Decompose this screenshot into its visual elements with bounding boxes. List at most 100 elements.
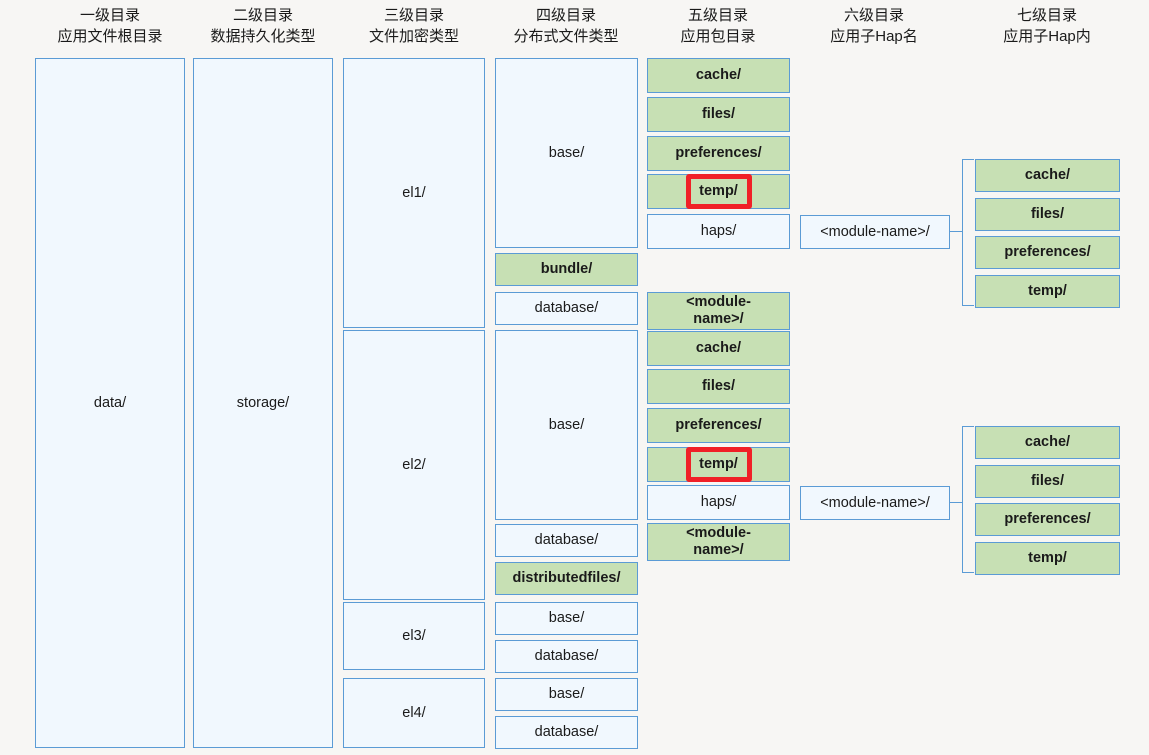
node-el1-preferences-label: preferences/ [675,145,762,161]
node-el2-base-label: base/ [548,416,585,433]
node-el1-haps-modulename[interactable]: <module-name>/ [800,215,950,249]
bracket-connector-1 [962,159,974,306]
node-el3-base[interactable]: base/ [495,602,638,635]
header-desc-4: 分布式文件类型 [513,28,619,45]
node-hap1-preferences[interactable]: preferences/ [975,236,1120,269]
header-level-5: 五级目录 [687,7,748,24]
node-el2-temp[interactable]: temp/ [647,447,790,482]
node-el2-preferences-label: preferences/ [675,417,762,433]
node-el1-files-label: files/ [701,106,736,122]
node-hap1-cache-label: cache/ [1024,167,1071,183]
header-level-3: 三级目录 [383,7,444,24]
header-desc-3: 文件加密类型 [368,28,459,45]
node-el2-base[interactable]: base/ [495,330,638,520]
node-el1-database-label: database/ [534,300,599,316]
node-el2-distributedfiles[interactable]: distributedfiles/ [495,562,638,595]
node-hap2-cache-label: cache/ [1024,434,1071,450]
node-el3-base-label: base/ [548,610,585,626]
node-data-label: data/ [93,394,127,411]
node-el3-database-label: database/ [534,648,599,664]
node-el3[interactable]: el3/ [343,602,485,670]
column-header-1: 一级目录 应用文件根目录 [25,5,195,47]
node-hap2-cache[interactable]: cache/ [975,426,1120,459]
node-el1-label: el1/ [402,184,426,201]
node-storage-label: storage/ [236,394,290,411]
node-el3-label: el3/ [402,627,426,644]
node-data[interactable]: data/ [35,58,185,748]
node-el1-cache-label: cache/ [695,67,742,83]
node-el2-database[interactable]: database/ [495,524,638,557]
node-el2-files-label: files/ [701,378,736,394]
node-el1-database-modulename[interactable]: <module- name>/ [647,292,790,330]
header-desc-5: 应用包目录 [680,28,756,45]
node-el2-files[interactable]: files/ [647,369,790,404]
bracket-connector-2 [962,426,974,573]
node-el2-cache[interactable]: cache/ [647,331,790,366]
column-header-7: 七级目录 应用子Hap内 [962,5,1132,47]
column-header-6: 六级目录 应用子Hap名 [789,5,959,47]
node-hap1-files-label: files/ [1030,206,1065,222]
node-el1-database-modulename-label: <module- name>/ [686,294,751,327]
node-el1-temp[interactable]: temp/ [647,174,790,209]
node-el2-preferences[interactable]: preferences/ [647,408,790,443]
column-header-2: 二级目录 数据持久化类型 [178,5,348,47]
node-el1-haps-label: haps/ [700,223,737,239]
header-level-1: 一级目录 [79,7,140,24]
node-el2-haps-modulename-label: <module-name>/ [820,494,930,511]
node-el1-database[interactable]: database/ [495,292,638,325]
node-el2-temp-label: temp/ [699,456,738,472]
node-el4[interactable]: el4/ [343,678,485,748]
header-desc-7: 应用子Hap内 [1003,28,1091,45]
node-el4-database-label: database/ [534,724,599,740]
header-level-2: 二级目录 [232,7,293,24]
node-el3-database[interactable]: database/ [495,640,638,673]
node-hap2-preferences[interactable]: preferences/ [975,503,1120,536]
node-el1-base[interactable]: base/ [495,58,638,248]
header-level-7: 七级目录 [1016,7,1077,24]
node-el1-haps-modulename-label: <module-name>/ [820,223,930,240]
node-el1-base-label: base/ [548,144,585,161]
header-desc-1: 应用文件根目录 [57,28,163,45]
node-el1-files[interactable]: files/ [647,97,790,132]
connector-stub-1 [950,231,963,232]
node-el1-temp-label: temp/ [699,183,738,199]
node-hap1-preferences-label: preferences/ [1004,244,1091,260]
node-hap2-files[interactable]: files/ [975,465,1120,498]
node-el2-cache-label: cache/ [695,340,742,356]
node-el2-database-modulename-label: <module- name>/ [686,525,751,558]
node-hap2-files-label: files/ [1030,473,1065,489]
node-el2-distributedfiles-label: distributedfiles/ [512,570,621,586]
column-header-3: 三级目录 文件加密类型 [329,5,499,47]
node-el2-database-modulename[interactable]: <module- name>/ [647,523,790,561]
node-el2-haps[interactable]: haps/ [647,485,790,520]
node-el1-preferences[interactable]: preferences/ [647,136,790,171]
node-el1[interactable]: el1/ [343,58,485,328]
node-el2-haps-label: haps/ [700,494,737,510]
node-storage[interactable]: storage/ [193,58,333,748]
node-hap2-preferences-label: preferences/ [1004,511,1091,527]
header-desc-6: 应用子Hap名 [830,28,918,45]
node-el1-bundle[interactable]: bundle/ [495,253,638,286]
column-header-5: 五级目录 应用包目录 [633,5,803,47]
node-el2-label: el2/ [402,456,426,473]
node-el4-base[interactable]: base/ [495,678,638,711]
node-el4-label: el4/ [402,704,426,721]
node-hap2-temp-label: temp/ [1028,550,1067,566]
node-el4-base-label: base/ [548,686,585,702]
header-level-4: 四级目录 [535,7,596,24]
node-hap2-temp[interactable]: temp/ [975,542,1120,575]
node-el1-bundle-label: bundle/ [540,261,593,277]
node-hap1-temp[interactable]: temp/ [975,275,1120,308]
node-el1-haps[interactable]: haps/ [647,214,790,249]
node-hap1-temp-label: temp/ [1028,283,1067,299]
connector-stub-2 [950,502,963,503]
node-hap1-files[interactable]: files/ [975,198,1120,231]
node-el1-cache[interactable]: cache/ [647,58,790,93]
node-el4-database[interactable]: database/ [495,716,638,749]
node-hap1-cache[interactable]: cache/ [975,159,1120,192]
node-el2[interactable]: el2/ [343,330,485,600]
column-header-4: 四级目录 分布式文件类型 [481,5,651,47]
node-el2-database-label: database/ [534,532,599,548]
node-el2-haps-modulename[interactable]: <module-name>/ [800,486,950,520]
